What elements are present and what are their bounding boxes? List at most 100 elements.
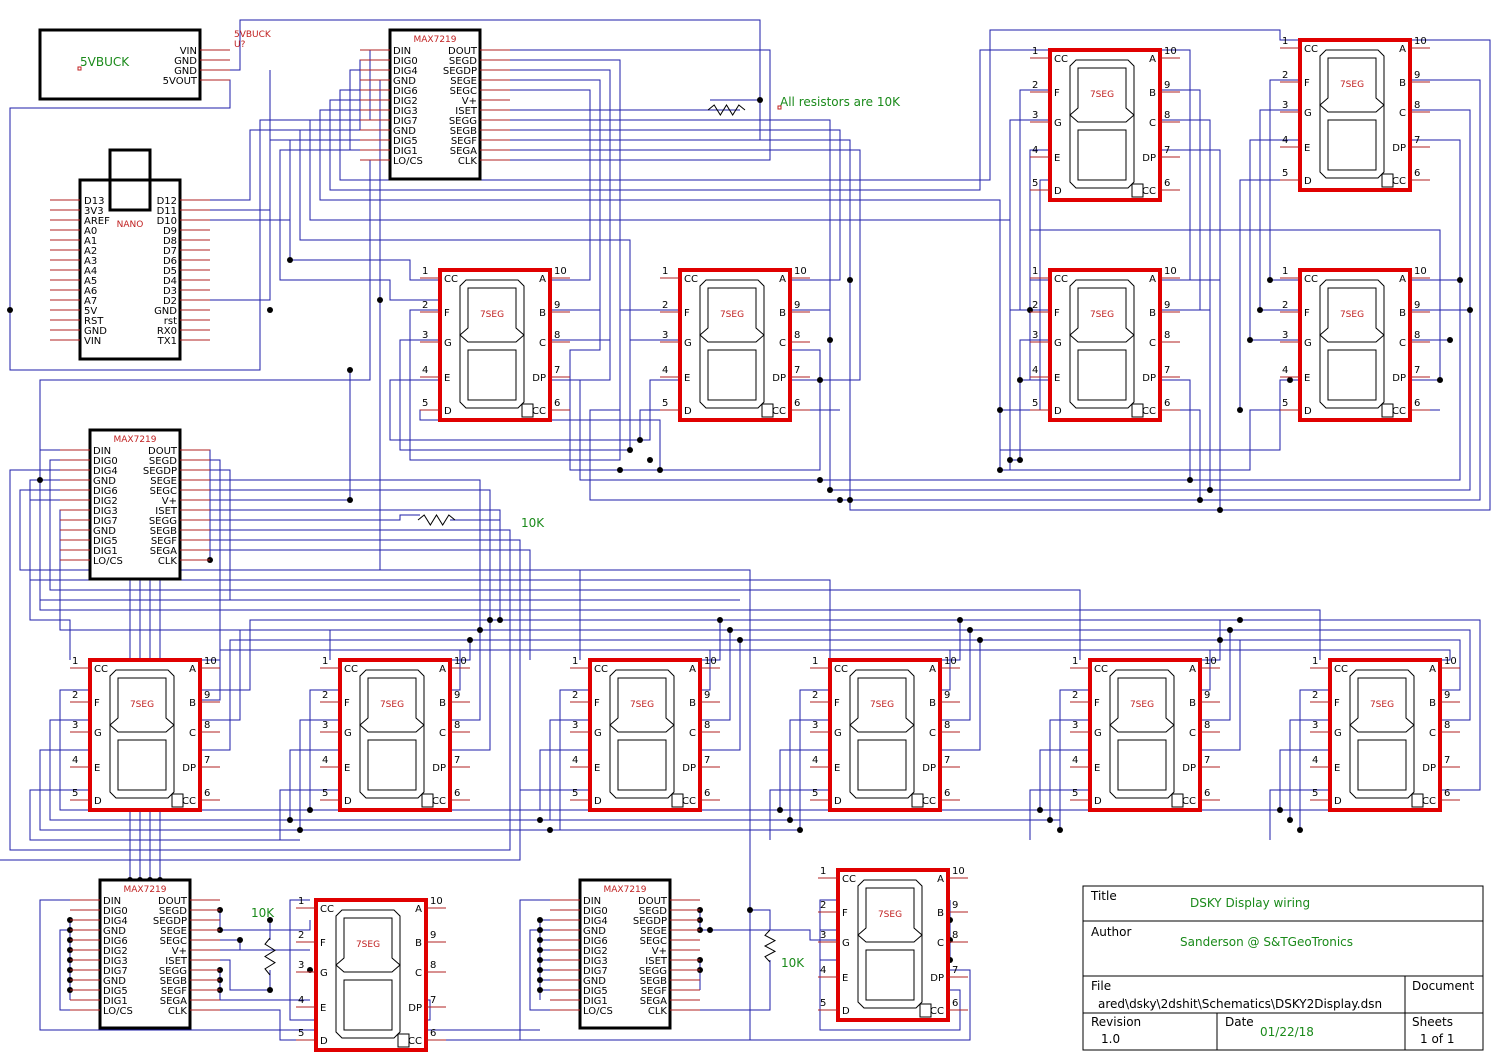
pin-label: DIG7 [583,966,608,977]
pin-number: 2 [812,690,818,701]
pin-label: DIG7 [93,516,118,527]
pin-label: DP [682,763,696,774]
pin-label: DP [1392,373,1406,384]
pin-label: DIG3 [583,956,608,967]
pin-label: GND [93,476,116,487]
wire [940,630,971,721]
junction-dot [1257,307,1263,313]
segment-lower [467,349,517,401]
pin-number: 7 [1414,365,1420,376]
pin-label: C [415,968,422,979]
wire [480,149,861,381]
pin-label: DIG2 [103,946,128,957]
pin-number: 5 [72,788,78,799]
wire [549,719,590,820]
pin-label: D [344,796,352,807]
seven-segment-display [338,658,452,812]
junction-dot [837,497,843,503]
pin-label: CC [1182,796,1196,807]
pin-label: CC [182,796,196,807]
pin-label: A [539,274,546,285]
pin-label: DIG2 [583,946,608,957]
pin-label: SEGA [150,546,177,557]
wire [1039,749,1090,810]
chip-name: MAX7219 [114,435,157,445]
wire [339,29,1300,181]
pin-label: A [937,874,944,885]
pin-label: A [1189,664,1196,675]
pin-number: 9 [1414,70,1420,81]
pin-label: DIG3 [393,106,418,117]
pin-label: CC [344,664,358,675]
pin-label: C [779,338,786,349]
pin-label: B [689,698,696,709]
pin-label: GND [393,126,416,137]
wire [49,719,1060,821]
pin-label: SEGDP [153,916,187,927]
pin-number: 3 [812,720,818,731]
pin-label: B [1149,308,1156,319]
junction-dot [997,467,1003,473]
wire [769,789,830,840]
pin-label: A [1399,274,1406,285]
junction-dot [497,617,503,623]
pin-label: F [1094,698,1100,709]
pin-number: 10 [1414,266,1427,277]
revision-label: Revision [1091,1015,1141,1029]
pin-label: GND [583,976,606,987]
pin-label: A0 [84,226,97,237]
pin-number: 5 [662,398,668,409]
display-name: 7SEG [878,910,902,920]
wire [799,689,830,830]
pin-label: DIG5 [93,536,118,547]
pin-label: SEGDP [633,916,667,927]
segment-outline [335,909,401,1039]
pin-label: DP [408,1003,422,1014]
pin-label: rst [164,316,177,327]
junction-dot [537,817,543,823]
pin-label: G [834,728,842,739]
junction-dot [817,477,823,483]
pin-label: CC [444,274,458,285]
pin-label: G [1054,118,1062,129]
wire [700,640,741,751]
pin-label: G [344,728,352,739]
pin-label: F [1054,88,1060,99]
pin-label: DIG0 [93,456,118,467]
pin-label: LO/CS [393,156,423,167]
junction-dot [747,907,753,913]
wire [19,489,581,660]
display-name: 7SEG [1130,700,1154,710]
pin-label: TX1 [157,336,177,347]
pin-label: DP [1422,763,1436,774]
decimal-point [1131,183,1144,198]
pin-number: 2 [820,900,826,911]
segment-lower [343,979,393,1031]
wire [200,649,1451,661]
pin-number: 8 [554,330,560,341]
junction-dot [737,637,743,643]
pin-label: SEGF [151,536,177,547]
date-value: 01/22/18 [1260,1025,1314,1039]
display-name: 7SEG [356,940,380,950]
pin-label: ISET [455,106,478,117]
wire [9,49,390,371]
wire [309,689,340,810]
wire [299,719,340,830]
pin-label: LO/CS [583,1006,613,1017]
wire [779,749,830,810]
pin-label: SEGB [150,526,177,537]
pin-number: 6 [952,998,958,1009]
wire [480,49,771,161]
pin-label: SEGA [640,996,667,1007]
pin-label: CC [922,796,936,807]
pin-label: SEGE [160,926,187,937]
pin-number: 1 [1072,656,1078,667]
pin-label: SEGE [150,476,177,487]
pin-number: 1 [1032,266,1038,277]
pin-label: DP [1182,763,1196,774]
pin-label: V+ [462,96,477,107]
pin-label: D [594,796,602,807]
pin-number: 8 [794,330,800,341]
segment-upper [459,287,525,343]
